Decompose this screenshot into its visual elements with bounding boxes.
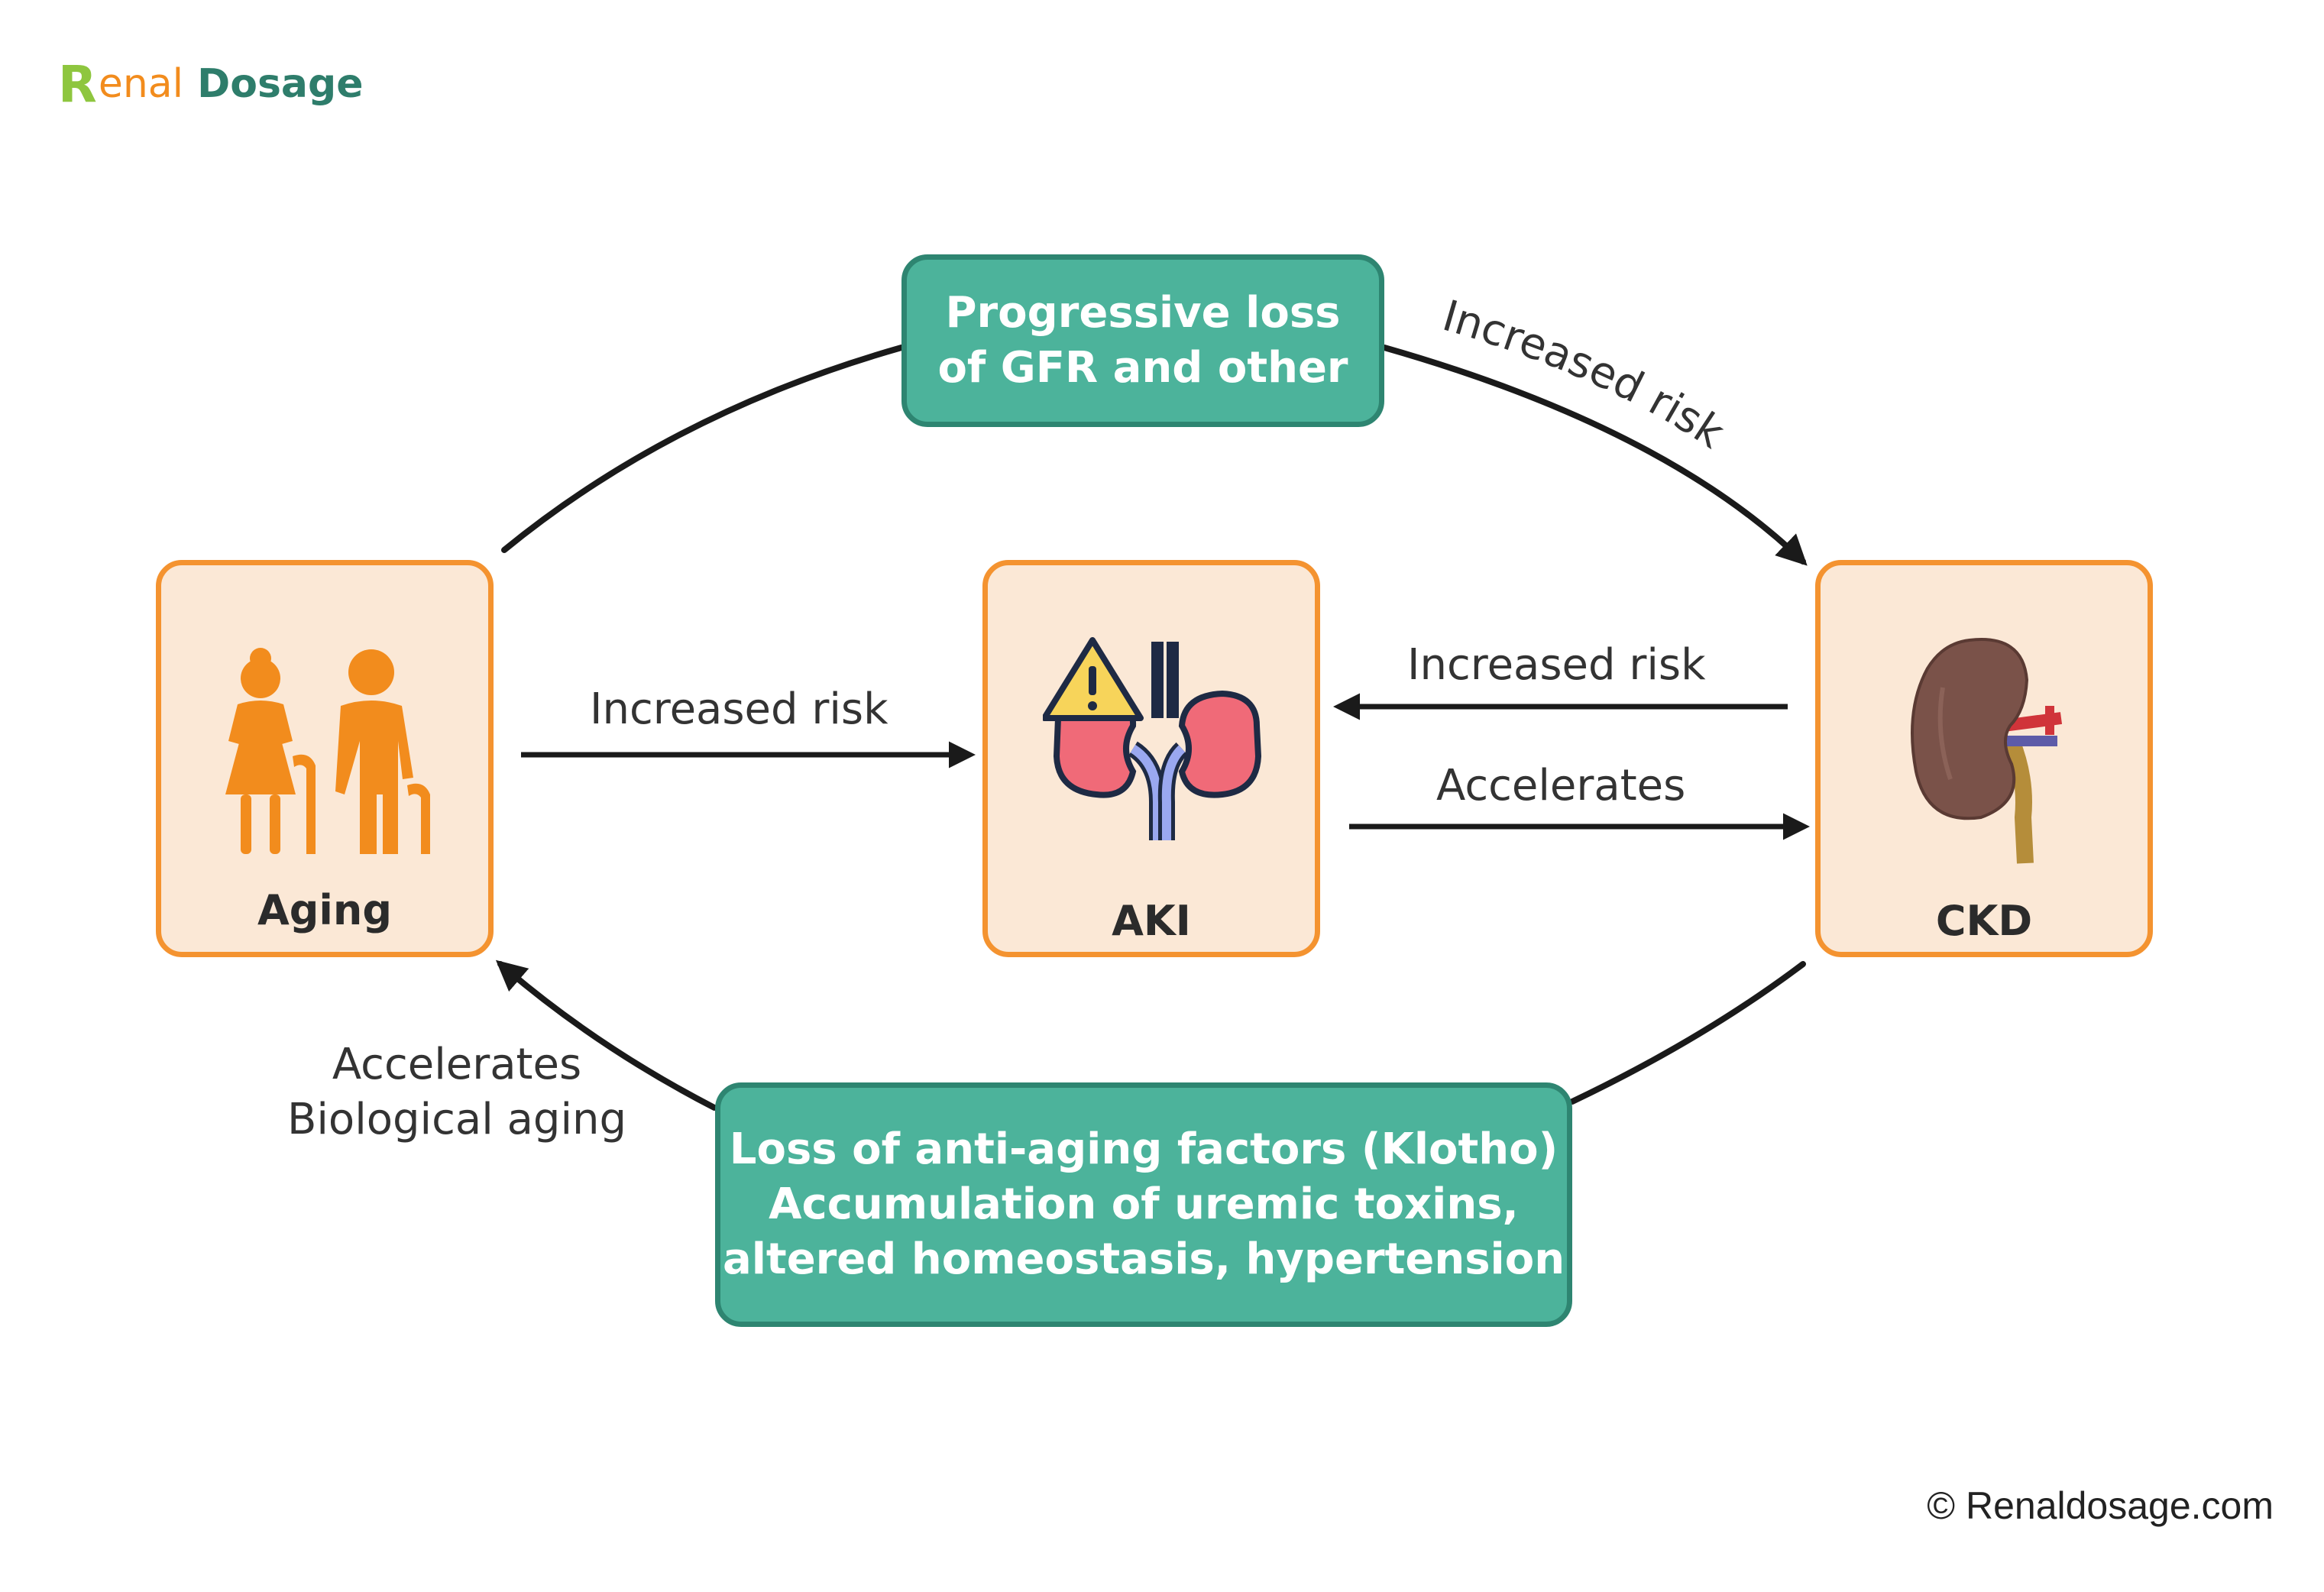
node-aging-label: Aging bbox=[257, 886, 393, 934]
logo-word-enal: enal bbox=[98, 61, 184, 107]
top-box-line-1: Progressive loss bbox=[945, 288, 1341, 338]
arc-aging-to-top-box bbox=[501, 345, 905, 553]
arc-top-box-to-ckd bbox=[1381, 345, 1808, 566]
node-ckd-label: CKD bbox=[1935, 897, 2033, 945]
elderly-couple-icon bbox=[225, 648, 430, 854]
node-aki-label: AKI bbox=[1112, 897, 1191, 945]
label-bottom-arc-line-2: Biological aging bbox=[286, 1095, 627, 1144]
node-ckd: CKD bbox=[1815, 560, 2153, 957]
label-bottom-arc: Accelerates Biological aging bbox=[258, 1037, 655, 1147]
copyright-footer: © Renaldosage.com bbox=[1927, 1484, 2274, 1527]
bottom-box-line-1: Loss of anti-aging factors (Klotho) bbox=[729, 1124, 1559, 1174]
logo-letter-r: R bbox=[58, 54, 97, 114]
arc-ckd-to-bottom-box bbox=[1569, 961, 1806, 1105]
node-aging: Aging bbox=[156, 560, 494, 957]
label-top-arc-increased-risk: Increased risk bbox=[1437, 291, 1733, 458]
top-box-gfr-loss: Progressive loss of GFR and other bbox=[901, 254, 1384, 427]
label-ckd-to-aki: Increased risk bbox=[1407, 640, 1706, 690]
bottom-box-line-2: Accumulation of uremic toxins, bbox=[769, 1179, 1519, 1229]
arc-bottom-box-to-aging bbox=[495, 959, 717, 1111]
kidneys-warning-icon bbox=[1043, 637, 1262, 840]
top-box-line-2: of GFR and other bbox=[937, 343, 1348, 393]
label-aki-to-ckd: Accelerates bbox=[1436, 761, 1686, 811]
node-aki: AKI bbox=[982, 560, 1320, 957]
bottom-box-line-3: altered homeostasis, hypertension bbox=[722, 1234, 1565, 1284]
bottom-box-mechanisms: Loss of anti-aging factors (Klotho) Accu… bbox=[715, 1082, 1572, 1327]
label-aging-to-aki: Increased risk bbox=[590, 684, 888, 734]
logo-word-dosage: Dosage bbox=[197, 61, 364, 107]
kidney-icon bbox=[1911, 638, 2063, 864]
label-bottom-arc-line-1: Accelerates bbox=[332, 1040, 582, 1089]
